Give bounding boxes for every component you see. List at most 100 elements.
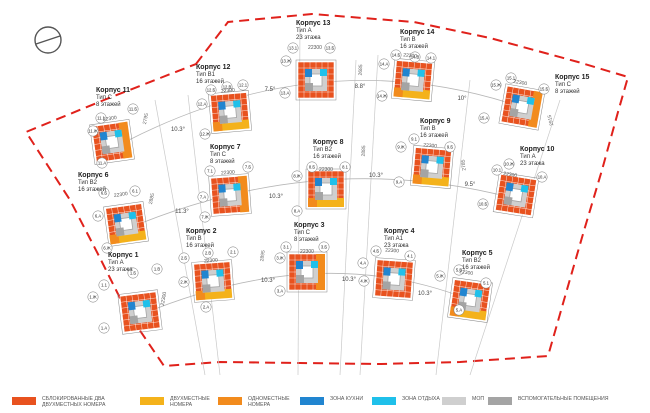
room-label-b15-1: 15.Ж [490, 79, 502, 91]
room-label-b14-3: 14.А [378, 58, 390, 70]
svg-text:7.Б: 7.Б [245, 165, 251, 170]
block-type: Тип C [210, 152, 227, 158]
room-label-b13-0: 13.1 [287, 42, 299, 54]
block-floors: 8 этажей [294, 237, 319, 243]
rooms-single [212, 121, 223, 132]
svg-text:1.1: 1.1 [101, 283, 107, 288]
svg-text:6.Ж: 6.Ж [103, 246, 110, 251]
room-label-b1-0: 1.1 [98, 279, 110, 291]
dimension-b13: 22300 [308, 45, 322, 51]
room-label-b14-1: 14.В [409, 51, 421, 63]
aux-room [202, 284, 211, 293]
block-title: Корпус 12 [196, 64, 231, 71]
room-label-b13-2: 13.Ж [280, 55, 292, 67]
svg-text:5.В: 5.В [456, 268, 462, 273]
legend-text: СБЛОКИРОВАННЫЕ ДВА ДВУХМЕСТНЫХ НОМЕРА [42, 396, 106, 408]
room-label-b8-0: 8.Б [306, 161, 318, 173]
kitchen-zone [383, 267, 391, 276]
room-label-b2-1: 2.В [202, 247, 214, 259]
svg-text:3.Ж: 3.Ж [276, 256, 283, 261]
room-label-b11-1: 11.Б [127, 103, 139, 115]
angle-label-7: 9.5° [465, 182, 476, 188]
dimension-b5: 22300 [459, 269, 474, 277]
building-block-b1 [117, 289, 163, 335]
lounge-zone [320, 69, 327, 76]
kitchen-zone [113, 213, 122, 223]
legend-item-blocked: СБЛОКИРОВАННЫЕ ДВА ДВУХМЕСТНЫХ НОМЕРА [12, 396, 132, 408]
lounge-zone [520, 184, 529, 193]
legend-item-aux: ВСПОМОГАТЕЛЬНЫЕ ПОМЕЩЕНИЯ [488, 396, 643, 405]
rooms-single [412, 174, 423, 185]
svg-text:4.1: 4.1 [407, 254, 413, 259]
lounge-zone [330, 178, 337, 185]
room-label-b4-0: 4.Б [370, 245, 382, 257]
aux-room [503, 196, 513, 206]
rooms-single [109, 234, 120, 245]
gap-dimension-2: 2685 [358, 64, 364, 76]
lounge-zone [474, 289, 483, 298]
room-label-b3-3: 3.А [274, 285, 286, 297]
legend-swatch [140, 397, 164, 405]
svg-text:2.А: 2.А [203, 305, 209, 310]
block-floors: 16 этажей [462, 265, 490, 271]
kitchen-zone [505, 182, 514, 192]
room-label-b5-2: 5.1 [480, 277, 492, 289]
lounge-zone [114, 129, 123, 138]
svg-text:12.В: 12.В [223, 85, 232, 90]
room-label-b11-2: 11.Ж [87, 125, 99, 137]
aux-room [115, 227, 125, 237]
room-label-b8-1: 8.1 [339, 161, 351, 173]
svg-text:6.Б: 6.Б [101, 191, 107, 196]
block-title: Корпус 1 [108, 252, 139, 259]
aux-room [382, 281, 391, 290]
room-label-b4-2: 4.А [357, 257, 369, 269]
block-title: Корпус 3 [294, 222, 325, 229]
svg-text:1.В: 1.В [154, 267, 160, 272]
angle-label-5: 10.3° [269, 194, 284, 200]
lounge-zone [233, 183, 241, 191]
svg-text:2.Б: 2.Б [181, 256, 187, 261]
legend-text: ДВУХМЕСТНЫЕ НОМЕРА [170, 396, 210, 408]
room-label-b9-1: 9.Б [444, 141, 456, 153]
room-label-b8-3: 8.А [291, 205, 303, 217]
room-label-b3-2: 3.Ж [274, 252, 286, 264]
building-block-b11 [89, 119, 135, 165]
svg-text:13.1: 13.1 [289, 46, 298, 51]
dimension-b11: 22300 [103, 115, 118, 123]
legend-swatch [218, 397, 242, 405]
legend-swatch [488, 397, 512, 405]
room-label-b11-0: 11.1 [95, 112, 107, 124]
kitchen-zone [305, 69, 312, 77]
legend-text: ОДНОМЕСТНЫЕ НОМЕРА [248, 396, 290, 408]
angle-label-2: 8.8° [355, 84, 366, 90]
dimension-b3: 22300 [300, 249, 314, 255]
svg-text:12.Б: 12.Б [207, 88, 216, 93]
room-label-b12-1: 12.В [221, 81, 233, 93]
legend: СБЛОКИРОВАННЫЕ ДВА ДВУХМЕСТНЫХ НОМЕРА ДВУ… [0, 394, 650, 413]
gap-dimension-5: 2785 [460, 159, 467, 171]
rooms-single [393, 87, 404, 98]
svg-text:12.1: 12.1 [239, 83, 248, 88]
aux-room [509, 108, 519, 118]
svg-text:8.А: 8.А [294, 209, 300, 214]
room-label-b10-0: 10.1 [491, 164, 503, 176]
svg-text:6.1: 6.1 [132, 189, 138, 194]
block-type: Тип A [108, 260, 124, 266]
building-block-b10 [492, 171, 540, 219]
core-stair [132, 304, 148, 320]
room-label-b12-0: 12.Б [205, 84, 217, 96]
kitchen-zone [315, 178, 322, 186]
building-block-b9 [410, 145, 454, 189]
aux-room [401, 82, 410, 91]
room-label-b15-2: 15.Б [538, 83, 550, 95]
block-title: Корпус 2 [186, 228, 217, 235]
block-type: Тип B2 [78, 180, 98, 186]
block-title: Корпус 4 [384, 228, 415, 235]
room-label-b12-4: 12.Ж [199, 128, 211, 140]
legend-swatch [300, 397, 324, 405]
compass-icon [34, 26, 62, 54]
